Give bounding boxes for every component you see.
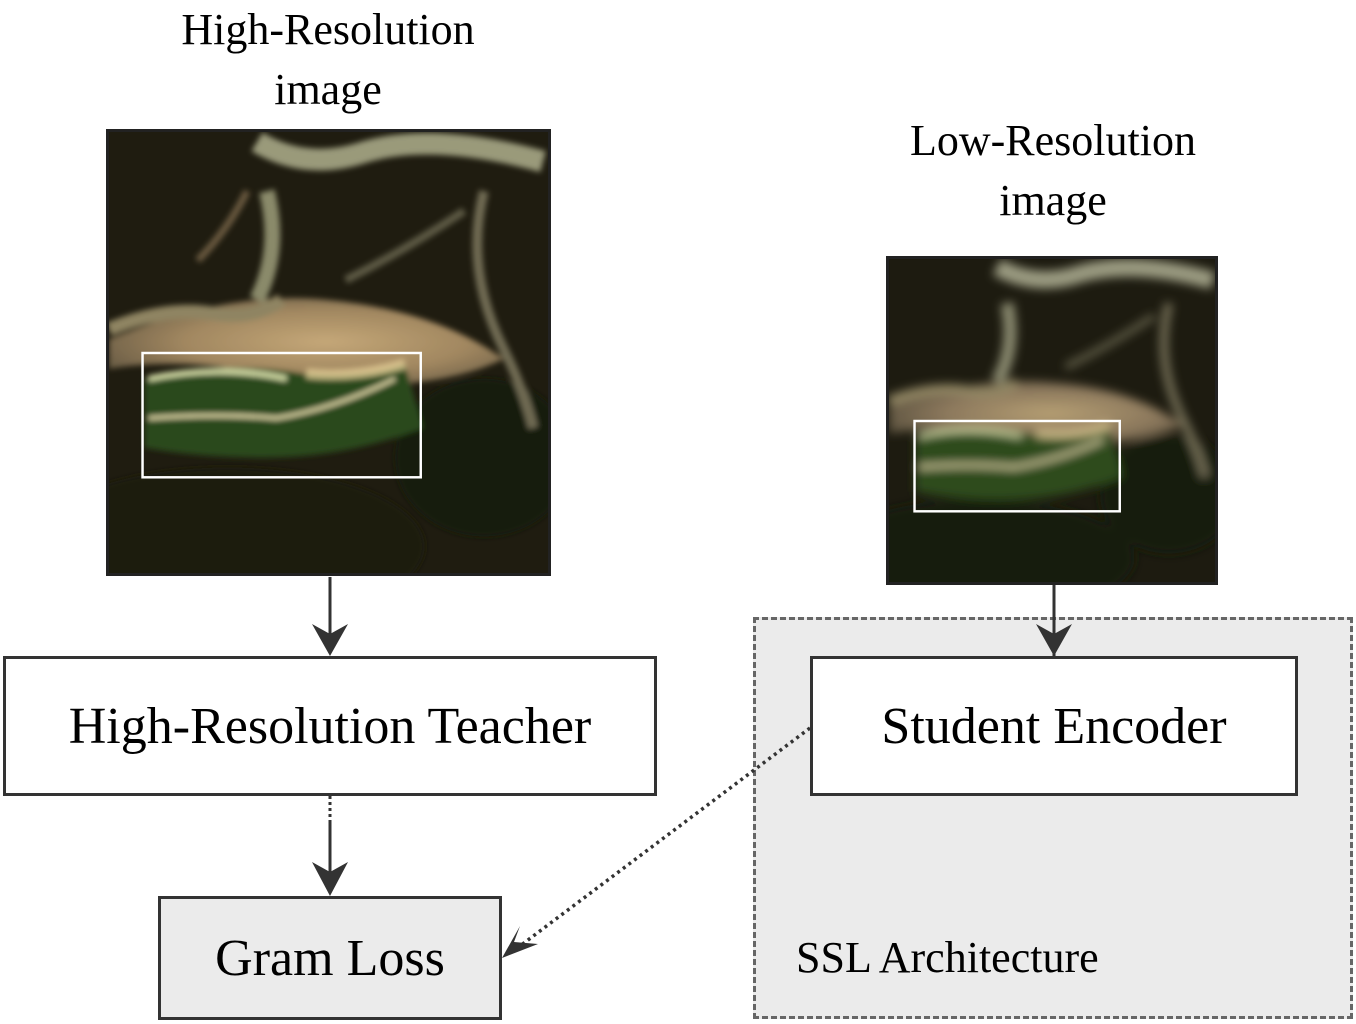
lr-crop-frame: [913, 419, 1121, 513]
student-to-loss-arrow: [502, 726, 812, 958]
ssl-architecture-label: SSL Architecture: [796, 933, 1099, 982]
hr-image-title-line2: image: [274, 65, 382, 114]
hr-image-title-line1: High-Resolution: [181, 5, 475, 54]
gram-loss-box: Gram Loss: [158, 896, 502, 1020]
hr-satellite-image: [106, 129, 551, 576]
teacher-to-loss-arrow: [312, 796, 348, 896]
student-encoder-box: Student Encoder: [810, 656, 1298, 796]
hr-satellite-picture: [109, 132, 548, 573]
hr-image-to-teacher-arrow: [312, 577, 348, 656]
student-label: Student Encoder: [881, 697, 1227, 755]
lr-image-title-line2: image: [999, 176, 1107, 225]
teacher-label: High-Resolution Teacher: [68, 697, 592, 755]
high-resolution-teacher-box: High-Resolution Teacher: [3, 656, 657, 796]
hr-image-title: High-Resolution image: [128, 0, 528, 120]
gram-loss-label: Gram Loss: [215, 929, 445, 987]
hr-crop-frame: [141, 351, 422, 479]
lr-image-to-student-arrow: [1036, 585, 1072, 666]
lr-satellite-image: [886, 256, 1218, 585]
lr-image-title: Low-Resolution image: [853, 111, 1253, 231]
lr-satellite-picture: [889, 259, 1215, 582]
lr-image-title-line1: Low-Resolution: [910, 116, 1196, 165]
